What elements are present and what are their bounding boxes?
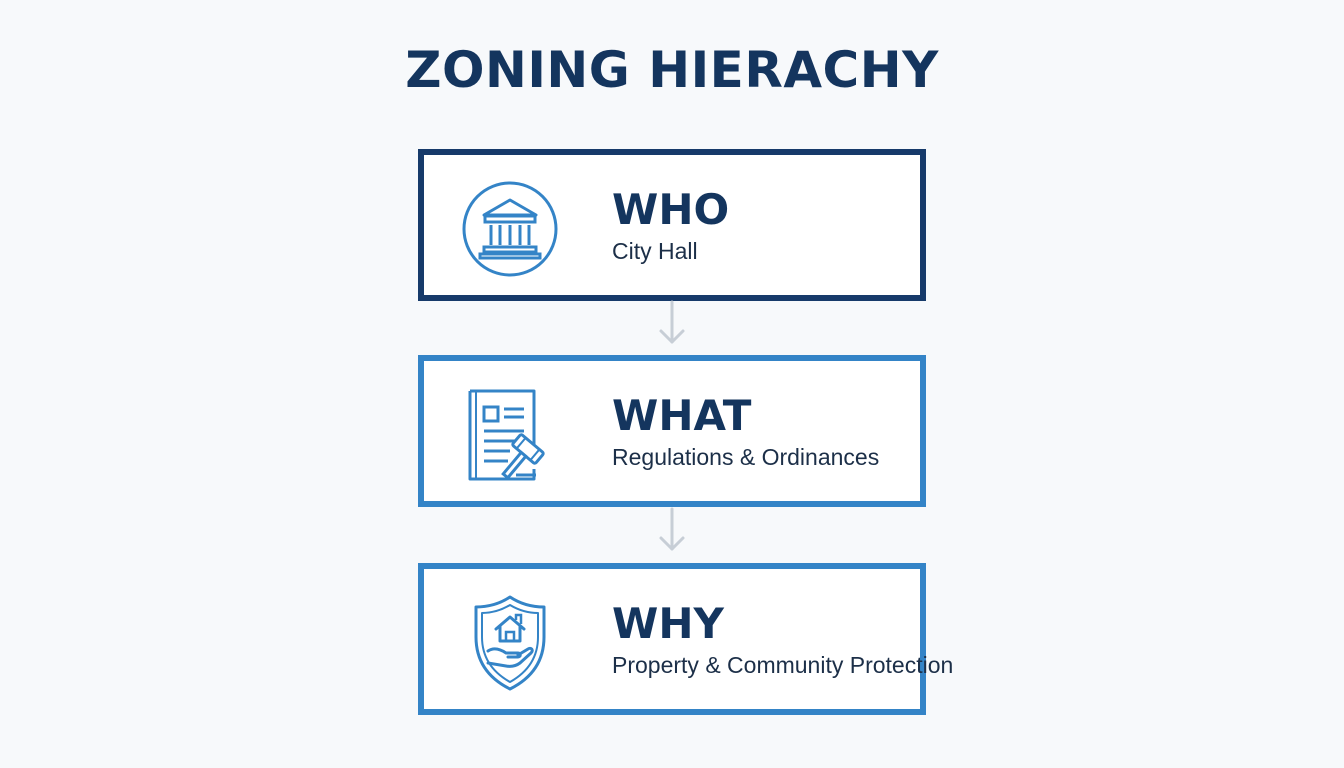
level-subtitle-who: City Hall [612, 238, 698, 264]
diagram-title: ZONING HIERACHY [405, 41, 939, 99]
level-heading-why: WHY [612, 599, 724, 648]
level-subtitle-what: Regulations & Ordinances [612, 444, 880, 470]
down-arrow-icon [659, 507, 685, 551]
level-box-what: WHAT Regulations & Ordinances [418, 355, 926, 507]
document-gavel-icon [468, 389, 545, 481]
shield-house-hand-icon [474, 595, 546, 691]
level-heading-what: WHAT [612, 391, 752, 440]
down-arrow-icon [659, 300, 685, 344]
level-box-who: WHO City Hall [418, 149, 926, 301]
city-hall-building-icon [462, 181, 558, 277]
level-subtitle-why: Property & Community Protection [612, 652, 954, 678]
level-heading-who: WHO [612, 185, 730, 234]
level-box-why: WHY Property & Community Protection [418, 563, 953, 715]
